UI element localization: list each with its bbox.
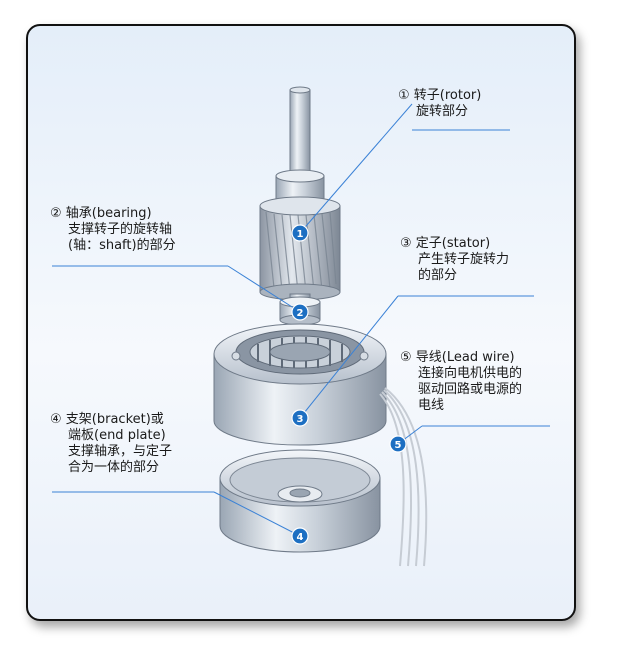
label-lead-wire-line-2: 连接向电机供电的	[418, 366, 523, 381]
stator	[213, 323, 387, 446]
badge-3: 3	[291, 409, 309, 427]
lead-wires	[379, 387, 428, 567]
shaft	[289, 86, 311, 181]
label-stator: ③ 定子(stator) 产生转子旋转力 的部分	[400, 236, 509, 284]
svg-text:1: 1	[297, 229, 304, 240]
label-lead-wire-line-4: 电线	[418, 398, 445, 413]
svg-text:5: 5	[395, 440, 402, 451]
leader-1	[299, 103, 413, 234]
label-bearing-line-3: (轴：shaft)的部分	[68, 238, 176, 253]
label-rotor-line-2: 旋转部分	[416, 104, 469, 119]
svg-text:2: 2	[297, 308, 304, 319]
label-bracket-line-2: 端板(end plate)	[68, 428, 166, 443]
label-stator-line-2: 产生转子旋转力	[418, 252, 510, 267]
motor-diagram: 1 2 3 4 5	[52, 86, 550, 567]
svg-text:4: 4	[297, 532, 304, 543]
label-bearing-line-2: 支撑转子的旋转轴	[68, 222, 173, 237]
diagram-frame: 1 2 3 4 5 ① 转子(rotor) 旋转部分 ② 轴承(bearing)…	[26, 24, 576, 621]
bearing	[279, 296, 321, 326]
leader-2	[227, 265, 301, 313]
label-bracket-marker: ④	[50, 412, 62, 427]
svg-text:3: 3	[297, 414, 304, 425]
leader-3	[299, 295, 399, 419]
label-bracket-line-4: 合为一体的部分	[68, 460, 160, 475]
label-stator-marker: ③	[400, 236, 412, 251]
label-bearing-marker: ②	[50, 206, 62, 221]
badge-2: 2	[291, 303, 309, 321]
label-bracket-line-3: 支撑轴承，与定子	[68, 444, 173, 459]
label-bearing: ② 轴承(bearing) 支撑转子的旋转轴 (轴：shaft)的部分	[50, 206, 176, 254]
label-bracket: ④ 支架(bracket)或 端板(end plate) 支撑轴承，与定子 合为…	[50, 412, 172, 476]
badge-4: 4	[291, 527, 309, 545]
leader-lines	[52, 103, 550, 537]
label-bearing-line-1: 轴承(bearing)	[65, 206, 152, 221]
label-lead-wire-line-3: 驱动回路或电源的	[418, 382, 523, 397]
bracket	[219, 449, 381, 553]
label-bracket-line-1: 支架(bracket)或	[65, 412, 164, 427]
rotor	[259, 169, 341, 321]
badge-5: 5	[389, 435, 407, 453]
label-stator-line-3: 的部分	[418, 268, 458, 283]
label-rotor: ① 转子(rotor) 旋转部分	[398, 88, 481, 120]
label-rotor-line-1: 转子(rotor)	[413, 88, 482, 103]
leader-4	[213, 491, 301, 537]
label-lead-wire: ⑤ 导线(Lead wire) 连接向电机供电的 驱动回路或电源的 电线	[400, 350, 522, 414]
label-rotor-marker: ①	[398, 88, 410, 103]
badge-1: 1	[291, 224, 309, 242]
label-lead-wire-marker: ⑤	[400, 350, 412, 365]
label-stator-line-1: 定子(stator)	[415, 236, 491, 251]
label-lead-wire-line-1: 导线(Lead wire)	[415, 350, 515, 365]
